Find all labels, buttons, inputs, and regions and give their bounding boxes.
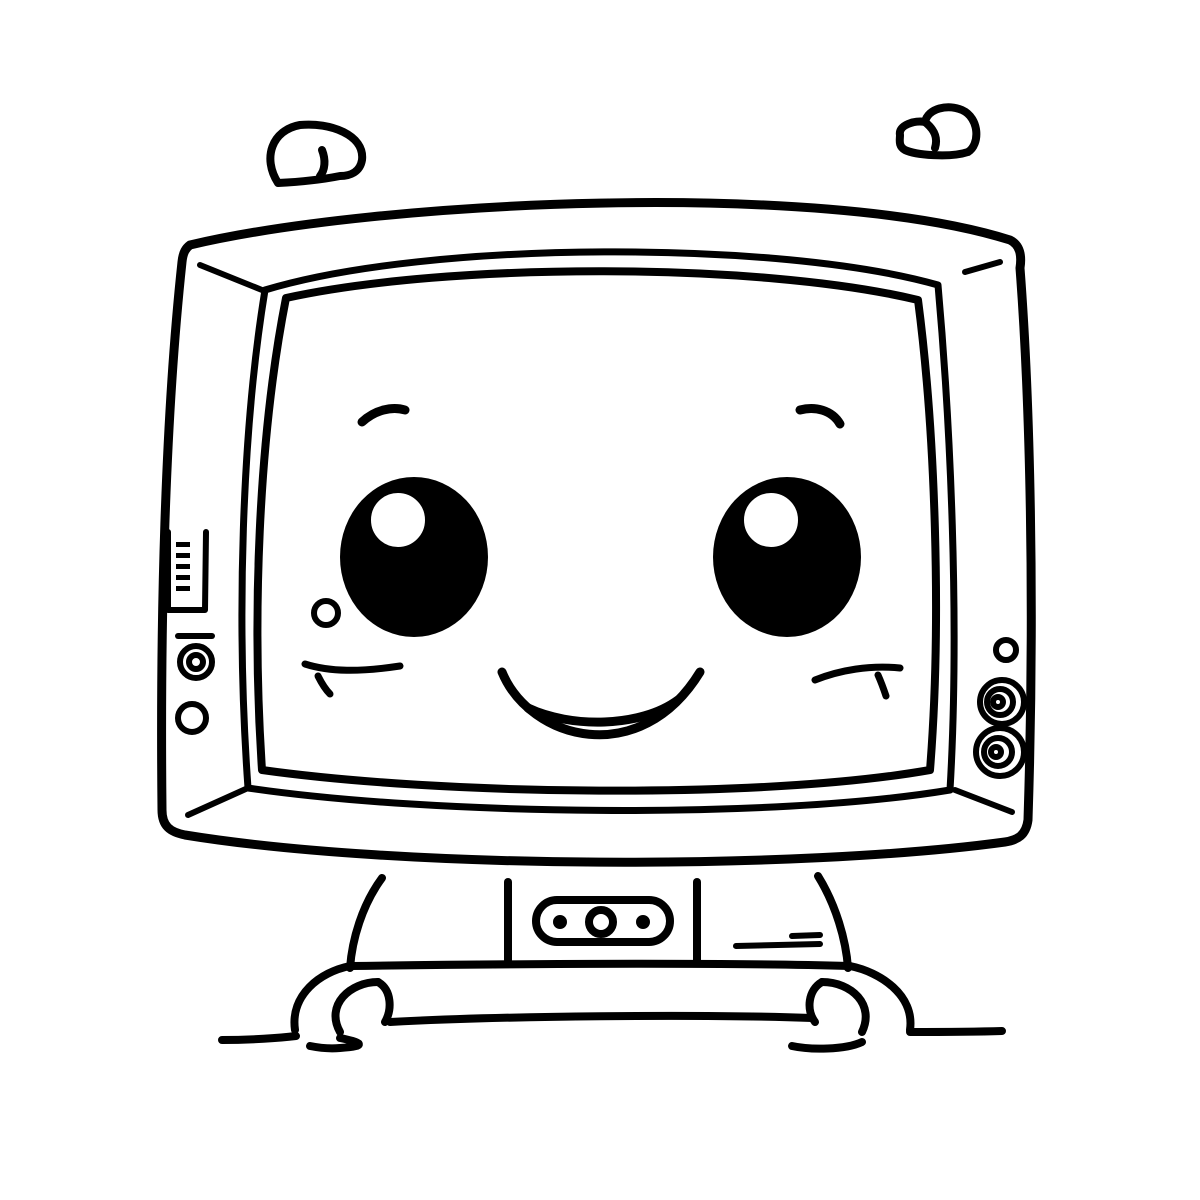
tv-bezel bbox=[238, 248, 958, 814]
bezel-corner-lines bbox=[185, 259, 1015, 818]
left-eye bbox=[340, 477, 488, 637]
left-eyebrow bbox=[357, 404, 410, 427]
left-knob-lower bbox=[175, 701, 209, 735]
right-eye bbox=[713, 477, 861, 637]
ground-line bbox=[218, 1027, 1006, 1053]
right-cheek bbox=[811, 663, 904, 700]
tv-outer-frame bbox=[157, 198, 1036, 867]
tv-screen bbox=[253, 267, 940, 795]
smile bbox=[497, 667, 705, 740]
left-floating-puff bbox=[266, 120, 367, 187]
left-speaker-grille bbox=[165, 529, 209, 613]
face-bubble bbox=[311, 598, 341, 628]
left-cheek bbox=[301, 660, 404, 698]
left-knob-upper bbox=[177, 643, 215, 681]
right-knob-lower bbox=[973, 725, 1027, 779]
tv-stand-center-panel bbox=[504, 878, 701, 964]
right-floating-puff bbox=[895, 103, 981, 160]
right-small-button bbox=[993, 637, 1019, 663]
right-eyebrow bbox=[795, 404, 845, 429]
tv-stand-legs bbox=[346, 872, 852, 972]
right-knob-upper bbox=[977, 677, 1027, 727]
tv-stand-base bbox=[290, 959, 915, 1036]
tv-stand-side-line bbox=[733, 932, 823, 949]
